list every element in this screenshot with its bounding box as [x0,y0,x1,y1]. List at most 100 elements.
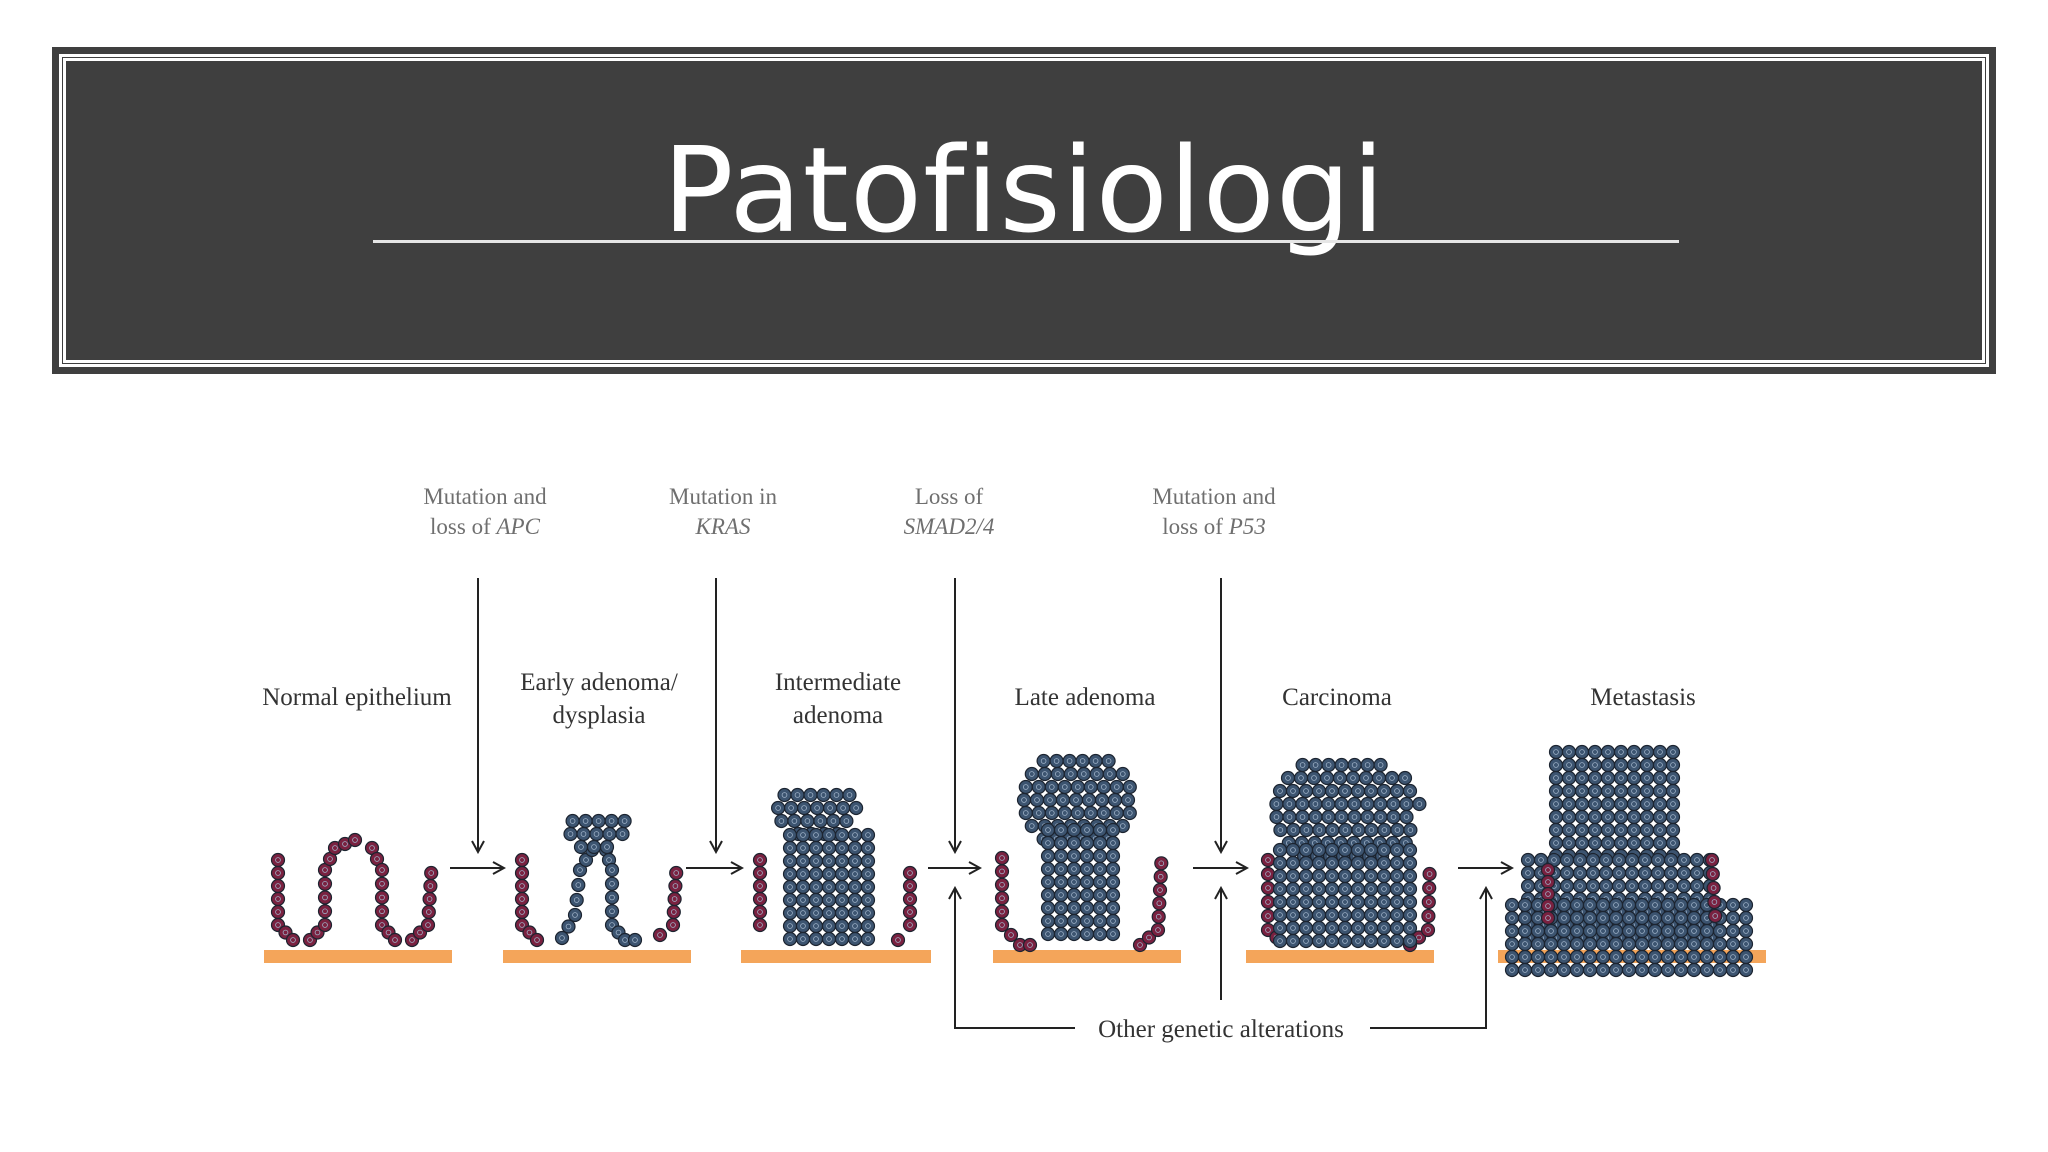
cell-tumor-carcinoma-nucleus [1407,886,1413,892]
mutation-p53-line1: Mutation and [1152,484,1276,509]
cell-tumor-late [1024,766,1039,782]
cell-tumor-intermediate-nucleus [807,792,814,798]
cell-tumor-carcinoma [1272,920,1288,936]
cell-tumor-metastasis [1637,852,1653,868]
cell-tumor-late-nucleus [1071,892,1077,898]
cell-tumor-metastasis [1600,783,1616,799]
cell-tumor-carcinoma-nucleus [1403,801,1410,807]
cell-tumor-metastasis [1699,962,1715,978]
cell-tumor-metastasis-nucleus [1743,902,1749,908]
cell-tumor-metastasis-nucleus [1717,941,1723,947]
cell-normal-early [514,878,530,894]
cell-tumor-late-nucleus [1036,784,1042,790]
cell-tumor-carcinoma-nucleus [1303,827,1310,833]
cell-tumor-intermediate-nucleus [813,897,819,903]
cell-tumor-metastasis-nucleus [1592,827,1598,833]
cell-normal [270,852,286,868]
cell-tumor-early-nucleus [591,844,597,850]
cell-tumor-metastasis-nucleus [1657,840,1663,846]
cell-tumor-metastasis-nucleus [1668,883,1674,889]
cell-tumor-intermediate [808,827,824,843]
cell-tumor-late-nucleus [1023,784,1029,790]
cell-tumor-carcinoma-nucleus [1355,925,1361,931]
cell-tumor-intermediate [834,931,850,947]
cell-tumor-metastasis-nucleus [1717,954,1723,960]
cell-tumor-early [604,862,620,878]
cell-tumor-carcinoma [1373,809,1388,825]
cell-tumor-metastasis [1673,897,1689,913]
cell-tumor-carcinoma-nucleus [1407,912,1413,918]
cell-tumor-metastasis [1712,962,1728,978]
cell-tumor-metastasis-nucleus [1694,857,1700,863]
cell-normal-nucleus [426,896,433,902]
cell-tumor-intermediate [782,892,798,908]
cell-normal-nucleus [322,922,328,928]
cell-tumor-intermediate [782,905,798,921]
cell-tumor-intermediate [842,787,857,803]
cell-tumor-carcinoma [1399,809,1414,825]
cell-tumor-metastasis-nucleus [1600,954,1606,960]
cell-tumor-intermediate [808,879,824,895]
cell-tumor-intermediate [795,840,811,856]
cell-tumor-metastasis [1738,936,1754,952]
cell-tumor-metastasis-nucleus [1577,857,1583,863]
cell-tumor-carcinoma [1337,881,1353,897]
cell-tumor-carcinoma [1337,855,1353,871]
cell-tumor-late [1105,887,1121,903]
cell-tumor-metastasis [1600,770,1616,786]
cell-tumor-late [1092,861,1108,877]
cell-tumor-carcinoma-nucleus [1303,886,1309,892]
cell-tumor-carcinoma [1306,770,1322,786]
cell-tumor-carcinoma-nucleus [1311,775,1317,781]
cell-normal-early [652,927,668,943]
cell-tumor-carcinoma [1324,855,1340,871]
cell-tumor-metastasis [1595,910,1611,926]
cell-tumor-metastasis [1595,897,1611,913]
cell-tumor-carcinoma [1273,822,1288,838]
cell-tumor-metastasis-nucleus [1553,788,1559,794]
cell-tumor-metastasis [1663,852,1679,868]
cell-tumor-metastasis [1587,744,1603,760]
cell-normal [374,904,390,919]
cell-tumor-carcinoma [1272,842,1288,858]
cell-tumor-late [1066,848,1082,864]
cell-tumor-intermediate-nucleus [800,845,806,851]
cell-tumor-metastasis-nucleus [1631,814,1637,820]
cell-tumor-carcinoma-nucleus [1303,925,1309,931]
cell-tumor-intermediate-nucleus [865,910,871,916]
cell-tumor-carcinoma [1269,796,1284,812]
cell-tumor-metastasis [1561,822,1577,838]
cell-tumor-metastasis [1647,910,1663,926]
cell-tumor-late-nucleus [1075,784,1081,790]
cell-tumor-metastasis [1665,770,1681,786]
cell-tumor-late-nucleus [1084,905,1090,911]
cell-tumor-carcinoma [1272,855,1288,871]
cell-tumor-early [554,930,570,946]
cell-tumor-metastasis-nucleus [1577,883,1583,889]
cell-tumor-late-nucleus [1045,905,1051,911]
cell-tumor-metastasis [1621,949,1637,965]
cell-tumor-carcinoma-nucleus [1368,886,1374,892]
cell-tumor-carcinoma-nucleus [1351,814,1358,820]
cell-tumor-metastasis-nucleus [1574,941,1580,947]
cell-tumor-metastasis-nucleus [1691,915,1697,921]
cell-tumor-early-nucleus [615,929,622,936]
cell-tumor-early-nucleus [577,867,583,873]
cell-tumor-intermediate-nucleus [853,805,859,811]
cell-normal-early-nucleus [519,896,525,902]
cell-tumor-metastasis [1561,809,1577,825]
cell-tumor-late-nucleus [1029,823,1035,829]
cell-tumor-carcinoma [1337,868,1353,884]
cell-tumor-carcinoma-nucleus [1312,762,1319,768]
cell-tumor-carcinoma-nucleus [1355,912,1361,918]
cell-tumor-metastasis [1598,878,1614,894]
cell-tumor-metastasis-nucleus [1600,941,1606,947]
cell-tumor-late [1024,818,1039,834]
cell-tumor-carcinoma [1295,757,1310,773]
cell-normal-carcinoma-nucleus [1265,899,1271,905]
cell-normal-late [1132,937,1148,953]
title-frame [63,58,1985,363]
cell-tumor-metastasis-nucleus [1626,954,1632,960]
stage-label-early-adenoma-2: dysplasia [552,702,645,729]
cell-tumor-early [563,826,578,842]
